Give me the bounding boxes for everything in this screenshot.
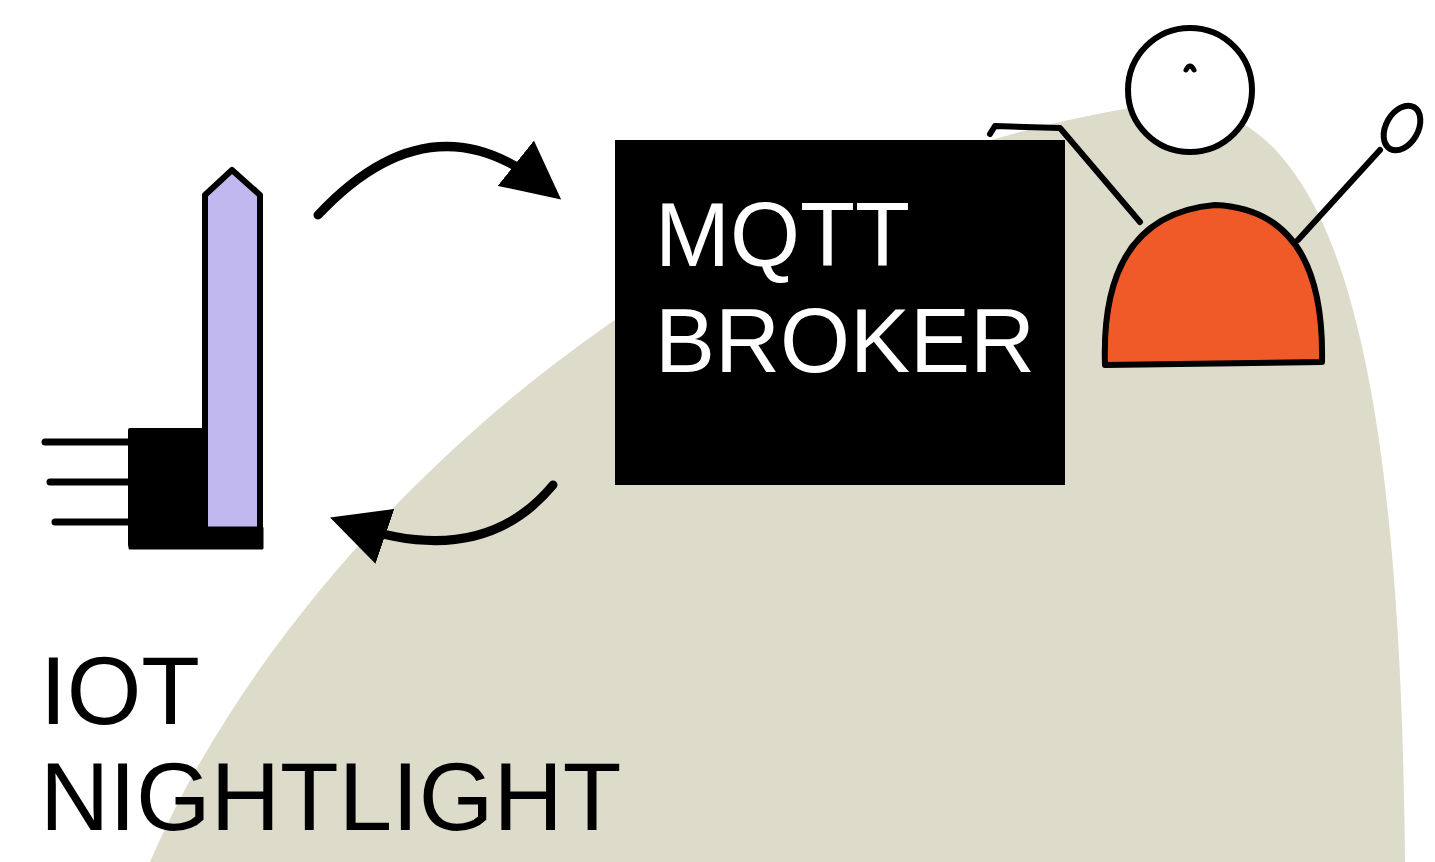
box-label: MQTT BROKER (615, 140, 1065, 424)
flow-arrow (318, 146, 543, 215)
flow-arrow (352, 485, 553, 541)
nightlight-icon (45, 170, 262, 548)
broker-box: MQTT BROKER (615, 140, 1065, 485)
device-label: IOT NIGHTLIGHT (40, 638, 760, 849)
nightlight-node: IOT NIGHTLIGHT (40, 160, 270, 555)
